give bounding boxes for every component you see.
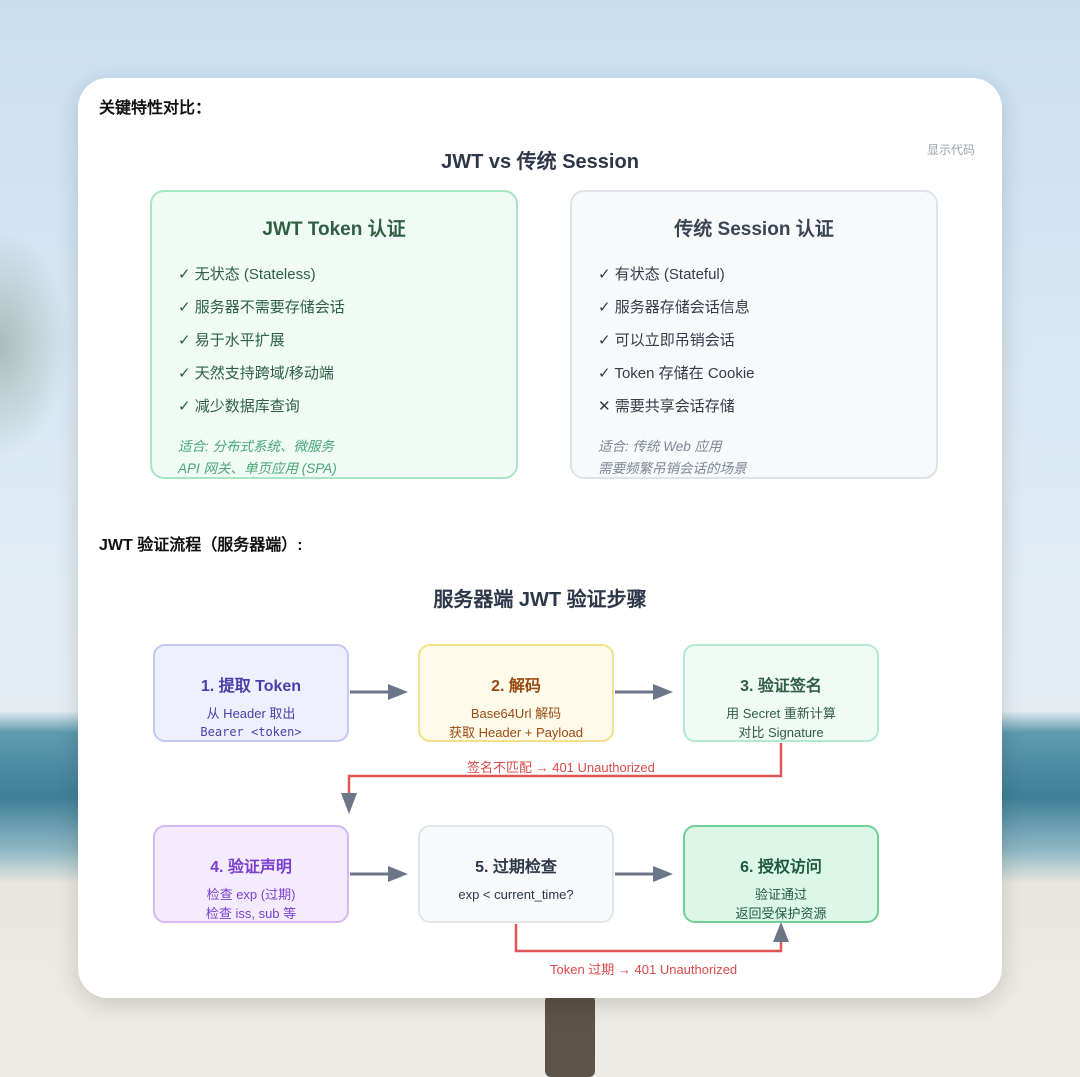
step-detail: Bearer <token> bbox=[200, 725, 302, 739]
step-detail: 从 Header 取出 bbox=[206, 706, 296, 721]
comparison-title: JWT vs 传统 Session bbox=[441, 151, 639, 173]
step-1-extract-token: 1. 提取 Token 从 Header 取出 Bearer <token> bbox=[153, 644, 349, 742]
jwt-note: 适合: 分布式系统、微服务 bbox=[178, 439, 335, 454]
session-feature: ✓ 可以立即吊销会话 bbox=[598, 332, 735, 349]
session-card-title: 传统 Session 认证 bbox=[674, 219, 834, 240]
arrow-1-2 bbox=[350, 684, 408, 700]
signature-error-label: 签名不匹配 → 401 Unauthorized bbox=[467, 760, 655, 775]
step-5-expiry-check: 5. 过期检查 exp < current_time? bbox=[418, 825, 614, 923]
session-feature: ✓ 有状态 (Stateful) bbox=[598, 266, 725, 283]
arrow-5-6 bbox=[615, 866, 673, 882]
section-heading-comparison: 关键特性对比： bbox=[99, 100, 212, 117]
flow-title: 服务器端 JWT 验证步骤 bbox=[433, 589, 647, 611]
step-title: 1. 提取 Token bbox=[200, 678, 302, 695]
show-code-button[interactable]: 显示代码 bbox=[927, 143, 976, 157]
step-4-verify-claims: 4. 验证声明 检查 exp (过期) 检查 iss, sub 等 bbox=[153, 825, 349, 923]
jwt-note: API 网关、单页应用 (SPA) bbox=[178, 461, 337, 476]
expiry-error-label: Token 过期 → 401 Unauthorized bbox=[550, 962, 738, 977]
session-feature: ✓ Token 存储在 Cookie bbox=[598, 365, 755, 382]
palm-trunk bbox=[545, 995, 595, 1077]
jwt-feature: ✓ 天然支持跨域/移动端 bbox=[178, 365, 334, 382]
session-feature: ✕ 需要共享会话存储 bbox=[598, 398, 735, 415]
session-note: 适合: 传统 Web 应用 bbox=[598, 439, 722, 454]
palm-leaves bbox=[0, 230, 70, 460]
step-detail: 检查 exp (过期) bbox=[206, 887, 296, 902]
step-detail: 用 Secret 重新计算 bbox=[726, 706, 836, 721]
session-feature: ✓ 服务器存储会话信息 bbox=[598, 299, 750, 316]
step-detail: 获取 Header + Payload bbox=[448, 725, 584, 740]
session-note: 需要频繁吊销会话的场景 bbox=[598, 461, 747, 476]
session-card: 传统 Session 认证 ✓ 有状态 (Stateful) ✓ 服务器存储会话… bbox=[570, 190, 938, 479]
step-title: 2. 解码 bbox=[491, 678, 541, 695]
step-title: 3. 验证签名 bbox=[740, 678, 822, 695]
arrow-2-3 bbox=[615, 684, 673, 700]
jwt-feature: ✓ 无状态 (Stateless) bbox=[178, 266, 316, 283]
jwt-card-title: JWT Token 认证 bbox=[262, 219, 406, 240]
step-3-verify-signature: 3. 验证签名 用 Secret 重新计算对比 Signature bbox=[683, 644, 879, 742]
step-detail: 返回受保护资源 bbox=[735, 906, 827, 921]
step-detail: exp < current_time? bbox=[458, 887, 574, 902]
step-detail: 对比 Signature bbox=[738, 725, 824, 740]
step-detail: Base64Url 解码 bbox=[470, 706, 562, 721]
step-title: 4. 验证声明 bbox=[210, 859, 292, 876]
jwt-feature: ✓ 易于水平扩展 bbox=[178, 332, 285, 349]
jwt-card: JWT Token 认证 ✓ 无状态 (Stateless) ✓ 服务器不需要存… bbox=[150, 190, 518, 479]
jwt-feature: ✓ 减少数据库查询 bbox=[178, 398, 300, 415]
step-title: 6. 授权访问 bbox=[740, 859, 822, 876]
step-detail: 验证通过 bbox=[754, 887, 807, 902]
section-heading-flow: JWT 验证流程（服务器端）: bbox=[99, 537, 303, 554]
arrow-4-5 bbox=[350, 866, 408, 882]
step-2-decode: 2. 解码 Base64Url 解码获取 Header + Payload bbox=[418, 644, 614, 742]
step-detail: 检查 iss, sub 等 bbox=[205, 906, 297, 921]
arrow-up-to-step6 bbox=[773, 922, 789, 942]
error-path-expiry bbox=[514, 924, 783, 953]
step-6-authorize: 6. 授权访问 验证通过返回受保护资源 bbox=[683, 825, 879, 923]
arrow-down-to-step4 bbox=[341, 793, 357, 814]
jwt-feature: ✓ 服务器不需要存储会话 bbox=[178, 299, 345, 316]
error-path-signature bbox=[347, 743, 783, 795]
step-title: 5. 过期检查 bbox=[475, 859, 557, 876]
